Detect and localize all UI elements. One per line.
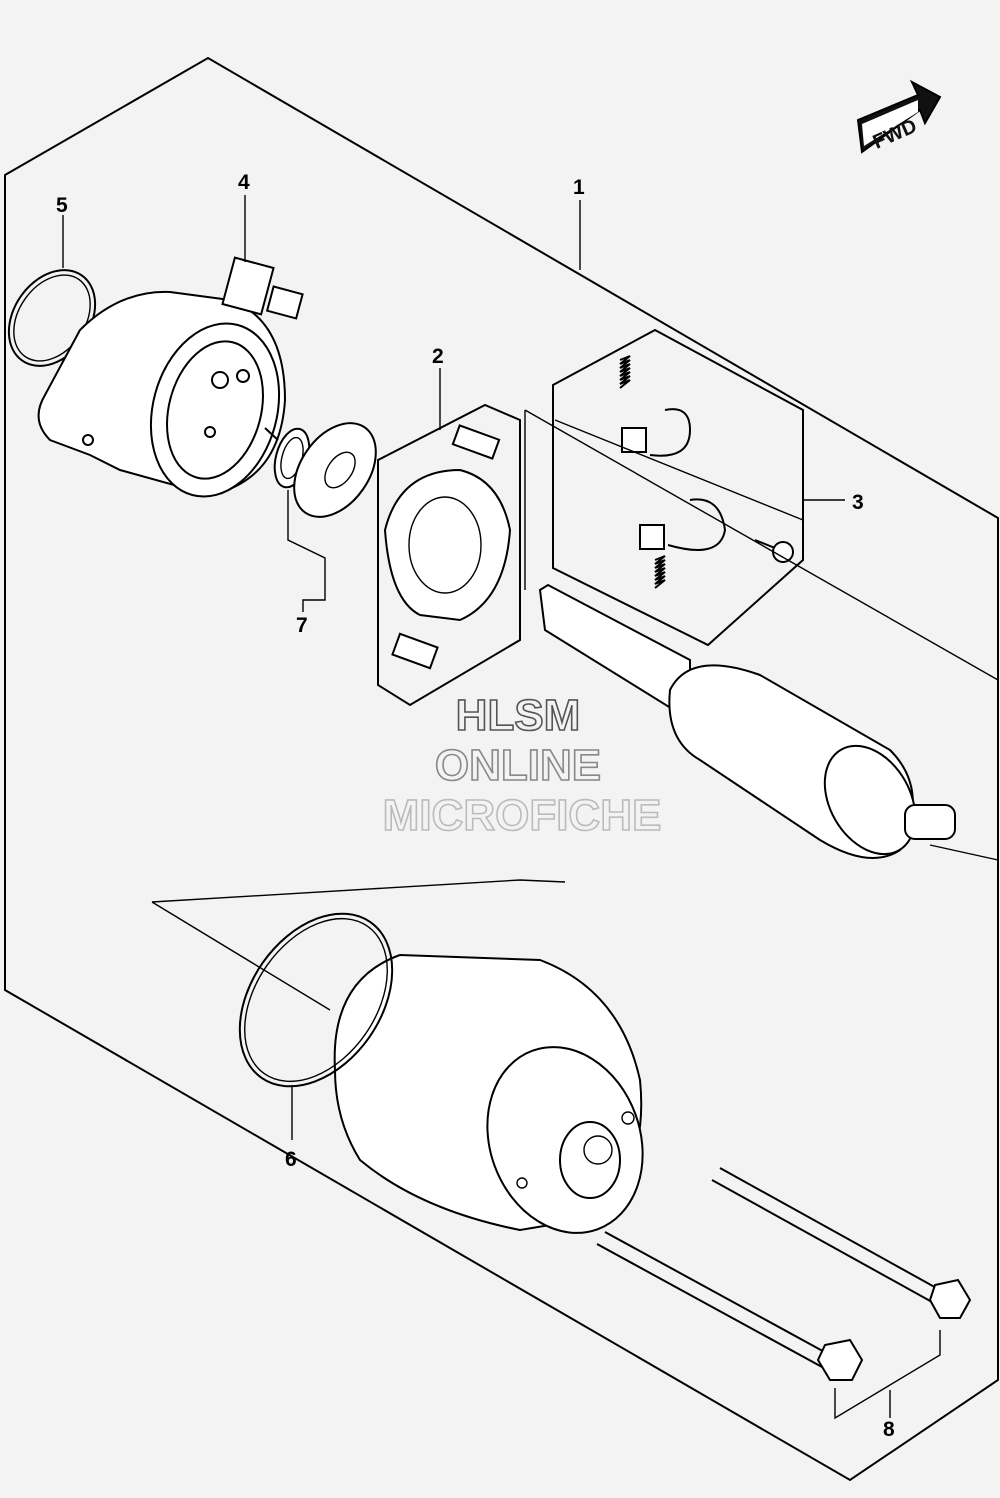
brush-set-part-3 [552,328,804,647]
o-ring-part-6 [238,912,394,1088]
watermark: HLSM ONLINE MICROFICHE [382,690,662,841]
callout-8: 8 [883,1418,895,1441]
watermark-line-2: ONLINE [435,741,601,790]
callout-6: 6 [285,1148,297,1171]
callout-2: 2 [432,345,444,368]
callout-3: 3 [852,491,864,514]
callout-7: 7 [296,614,308,637]
leader-line-7 [287,490,326,612]
washers-part-7 [273,422,377,518]
assembly-boundary-outline [4,56,999,1482]
brush-holder-part-2 [377,403,521,707]
yoke-assembly [151,879,644,1234]
fwd-arrow: FWD [856,79,942,154]
callout-5: 5 [56,194,68,217]
callout-1: 1 [573,176,585,199]
front-housing-part-4 [37,256,304,498]
armature [524,409,999,861]
watermark-line-3: MICROFICHE [383,791,662,840]
callout-4: 4 [238,171,250,194]
bolts-part-8 [596,1167,972,1420]
watermark-line-1: HLSM [456,691,581,740]
